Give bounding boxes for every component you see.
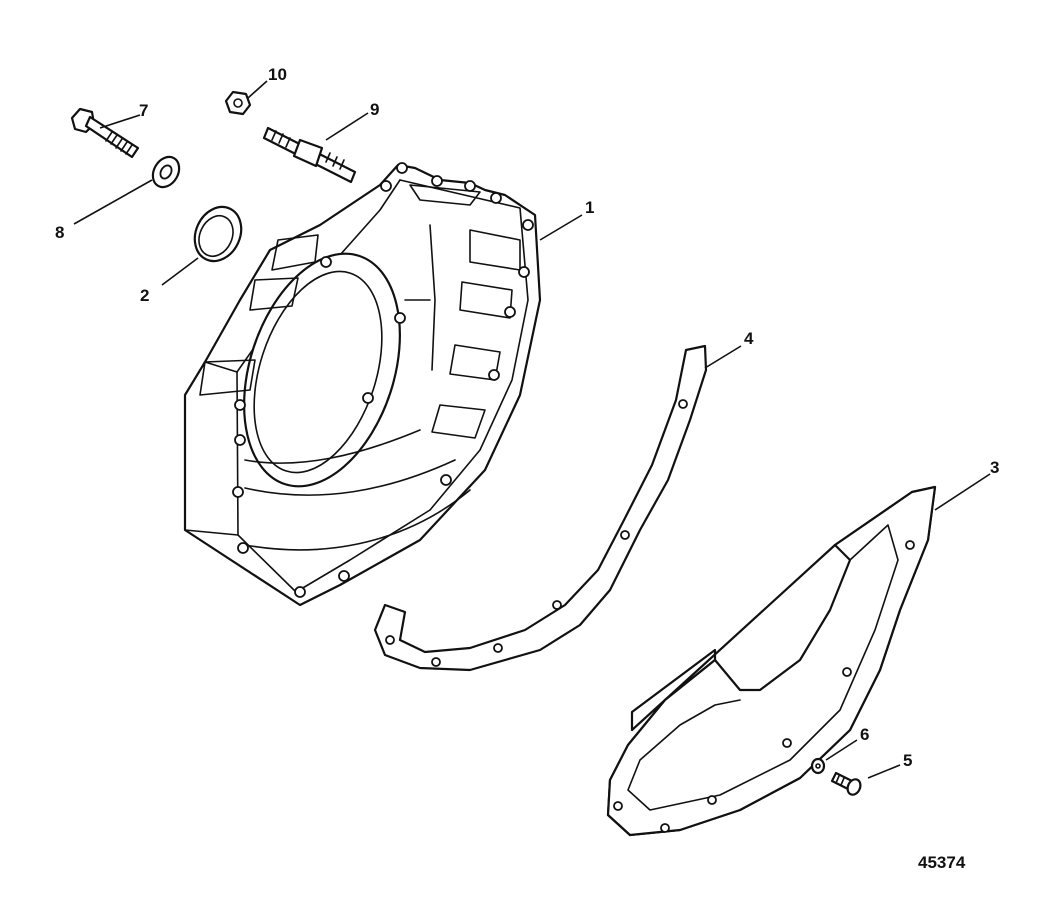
- seal-plug-part: [193, 205, 243, 263]
- callout-1: 1: [585, 198, 594, 217]
- figure-number: 45374: [918, 853, 966, 872]
- callout-3: 3: [990, 458, 999, 477]
- nut-part: [224, 90, 252, 116]
- callout-9: 9: [370, 100, 379, 119]
- flywheel-housing-part: [183, 162, 542, 607]
- callout-4: 4: [744, 329, 754, 348]
- small-gasket-part: [373, 344, 708, 672]
- small-washer-part: [810, 757, 826, 775]
- callout-labels: 1 2 3 4 5 6 7 8 9 10: [55, 65, 999, 770]
- washer-part: [151, 155, 181, 189]
- callout-5: 5: [903, 751, 912, 770]
- bolt-part: [70, 107, 140, 159]
- callout-8: 8: [55, 223, 64, 242]
- callout-10: 10: [268, 65, 287, 84]
- callout-6: 6: [860, 725, 869, 744]
- large-gasket-part: [606, 485, 937, 837]
- callout-7: 7: [139, 101, 148, 120]
- small-screw-part: [830, 771, 862, 796]
- callout-2: 2: [140, 286, 149, 305]
- stud-part: [262, 126, 357, 184]
- leader-lines: [73, 80, 991, 779]
